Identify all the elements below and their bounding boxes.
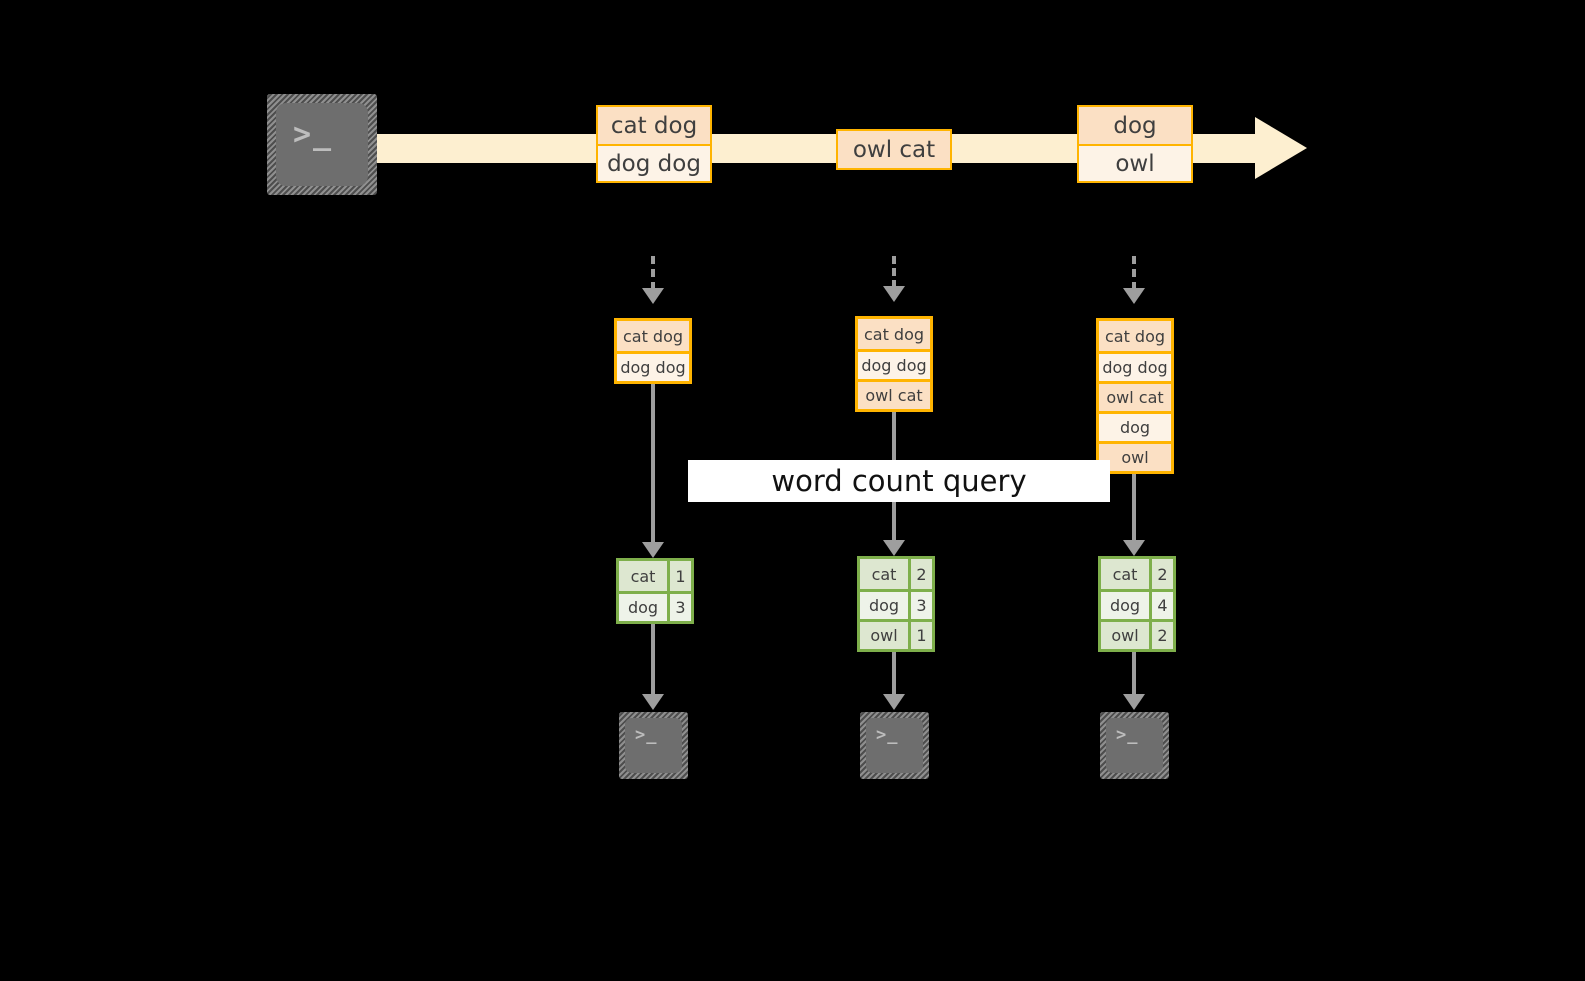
producer-terminal-icon[interactable]: >_ xyxy=(267,94,377,195)
message-line: owl cat xyxy=(838,131,950,168)
table-row: dog 4 xyxy=(1101,589,1173,619)
message-line: dog dog xyxy=(598,144,710,181)
query-label: word count query xyxy=(688,460,1110,502)
snapshot-1-to-result-arrow-icon xyxy=(642,542,664,558)
terminal-prompt-glyph: >_ xyxy=(635,725,658,745)
result-count: 2 xyxy=(1149,559,1173,589)
stream-message-3[interactable]: dog owl xyxy=(1077,105,1193,183)
buffer-line: dog dog xyxy=(617,351,689,381)
snapshot-3-input-buffer[interactable]: cat dog dog dog owl cat dog owl xyxy=(1096,318,1174,474)
result-word: owl xyxy=(860,622,908,649)
snapshot-1-to-result-line xyxy=(651,384,655,544)
buffer-line: cat dog xyxy=(617,321,689,351)
snapshot-1-result-table[interactable]: cat 1 dog 3 xyxy=(616,558,694,624)
snapshot-3-to-consumer-line xyxy=(1132,652,1136,698)
table-row: owl 1 xyxy=(860,619,932,649)
buffer-line: dog dog xyxy=(858,349,930,379)
snapshot-1-input-buffer[interactable]: cat dog dog dog xyxy=(614,318,692,384)
result-count: 3 xyxy=(908,592,932,619)
result-word: cat xyxy=(619,561,667,591)
snapshot-2-ingress-arrow-icon xyxy=(883,286,905,302)
snapshot-2-result-table[interactable]: cat 2 dog 3 owl 1 xyxy=(857,556,935,652)
message-line: dog xyxy=(1079,107,1191,144)
terminal-screen: >_ xyxy=(276,103,368,186)
stream-message-2[interactable]: owl cat xyxy=(836,129,952,170)
table-row: cat 2 xyxy=(860,559,932,589)
stream-arrow-head-icon xyxy=(1255,117,1307,179)
snapshot-3-result-table[interactable]: cat 2 dog 4 owl 2 xyxy=(1098,556,1176,652)
snapshot-3-ingress-line xyxy=(1132,256,1136,290)
result-count: 2 xyxy=(908,559,932,589)
terminal-prompt-glyph: >_ xyxy=(1116,725,1139,745)
snapshot-1-ingress-line xyxy=(651,256,655,290)
stream-message-1[interactable]: cat dog dog dog xyxy=(596,105,712,183)
result-word: owl xyxy=(1101,622,1149,649)
table-row: cat 1 xyxy=(619,561,691,591)
buffer-line: dog dog xyxy=(1099,351,1171,381)
result-count: 2 xyxy=(1149,622,1173,649)
snapshot-2-consumer-terminal-icon[interactable]: >_ xyxy=(860,712,929,779)
result-word: cat xyxy=(1101,559,1149,589)
snapshot-1-to-consumer-line xyxy=(651,624,655,698)
buffer-line: owl cat xyxy=(1099,381,1171,411)
result-count: 1 xyxy=(908,622,932,649)
table-row: dog 3 xyxy=(619,591,691,621)
snapshot-2-to-result-arrow-icon xyxy=(883,540,905,556)
terminal-screen: >_ xyxy=(625,718,682,773)
result-count: 1 xyxy=(667,561,691,591)
snapshot-1-ingress-arrow-icon xyxy=(642,288,664,304)
snapshot-3-consumer-terminal-icon[interactable]: >_ xyxy=(1100,712,1169,779)
table-row: cat 2 xyxy=(1101,559,1173,589)
buffer-line: dog xyxy=(1099,411,1171,441)
buffer-line: cat dog xyxy=(858,319,930,349)
buffer-line: cat dog xyxy=(1099,321,1171,351)
snapshot-3-to-result-arrow-icon xyxy=(1123,540,1145,556)
result-word: dog xyxy=(619,594,667,621)
snapshot-3-to-consumer-arrow-icon xyxy=(1123,694,1145,710)
snapshot-3-ingress-arrow-icon xyxy=(1123,288,1145,304)
snapshot-3-to-result-line xyxy=(1132,474,1136,542)
snapshot-1-consumer-terminal-icon[interactable]: >_ xyxy=(619,712,688,779)
buffer-line: owl xyxy=(1099,441,1171,471)
snapshot-2-input-buffer[interactable]: cat dog dog dog owl cat xyxy=(855,316,933,412)
result-word: cat xyxy=(860,559,908,589)
message-line: owl xyxy=(1079,144,1191,181)
result-count: 4 xyxy=(1149,592,1173,619)
terminal-screen: >_ xyxy=(1106,718,1163,773)
snapshot-1-to-consumer-arrow-icon xyxy=(642,694,664,710)
snapshot-2-ingress-line xyxy=(892,256,896,288)
snapshot-2-to-consumer-line xyxy=(892,652,896,698)
result-word: dog xyxy=(1101,592,1149,619)
query-label-text: word count query xyxy=(771,464,1027,498)
terminal-screen: >_ xyxy=(866,718,923,773)
snapshot-2-to-consumer-arrow-icon xyxy=(883,694,905,710)
terminal-prompt-glyph: >_ xyxy=(876,725,899,745)
buffer-line: owl cat xyxy=(858,379,930,409)
table-row: dog 3 xyxy=(860,589,932,619)
result-word: dog xyxy=(860,592,908,619)
terminal-prompt-glyph: >_ xyxy=(293,117,334,152)
message-line: cat dog xyxy=(598,107,710,144)
result-count: 3 xyxy=(667,594,691,621)
table-row: owl 2 xyxy=(1101,619,1173,649)
